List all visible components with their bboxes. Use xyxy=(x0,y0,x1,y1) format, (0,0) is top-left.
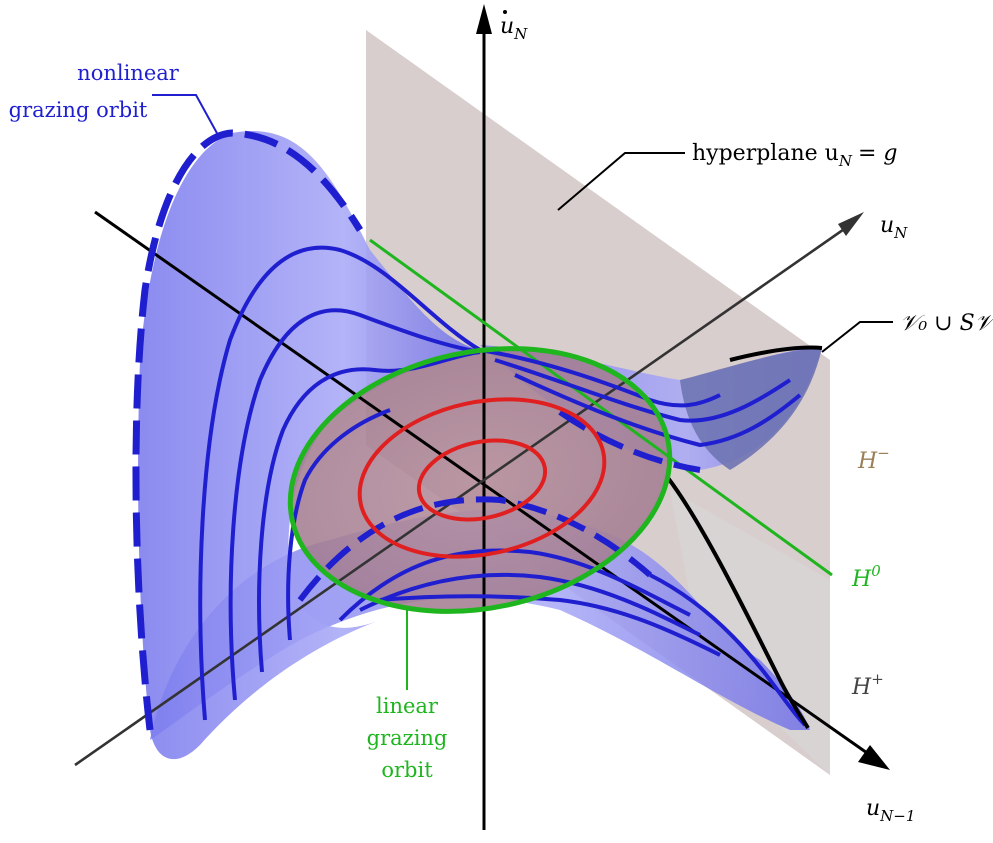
v0-union-sv0-edge xyxy=(729,345,823,362)
label-linear-line1: linear xyxy=(376,694,439,718)
label-u-n-minus-1-sub: N−1 xyxy=(879,807,915,825)
label-hyperplane: hyperplane uN = g xyxy=(692,141,897,170)
label-udot-n-sub: N xyxy=(513,25,528,43)
leader-nonlinear xyxy=(152,94,219,136)
label-h-zero: H0 xyxy=(851,562,881,592)
label-v0-union: 𝒱₀ ∪ S𝒱₀ xyxy=(900,311,993,336)
blue-orbit-lower-2 xyxy=(359,572,701,637)
blue-orbit-1 xyxy=(198,245,482,721)
axis-u-n-minus-1 xyxy=(94,210,871,757)
leader-hyperplane xyxy=(557,152,685,211)
blue-orbit-4 xyxy=(286,408,391,641)
red-orbit-inner xyxy=(416,438,548,522)
blue-orbit-lower-3 xyxy=(379,594,721,657)
upper-right-dashed-edge xyxy=(558,409,701,473)
axis-udot-n-arrowhead xyxy=(476,4,492,34)
surface-upper-right-face xyxy=(680,348,822,470)
v0-union-sv0-lower-edge xyxy=(666,476,810,730)
label-h-plus: H+ xyxy=(851,670,884,700)
label-u-n-minus-1-u: u xyxy=(866,796,880,821)
label-h-minus-sup: − xyxy=(877,444,890,462)
label-h-zero-sup: 0 xyxy=(871,562,881,580)
blue-orbit-upper-2 xyxy=(494,358,792,423)
axis-u-n xyxy=(74,223,851,767)
label-nonlinear-line1: nonlinear xyxy=(77,61,180,85)
label-u-n-minus-1: uN−1 xyxy=(866,796,915,825)
blue-orbits xyxy=(198,245,807,727)
label-hyperplane-text: hyperplane u xyxy=(692,141,839,166)
blue-orbit-lower-4 xyxy=(649,573,807,727)
label-h-minus: H− xyxy=(857,444,890,474)
axis-u-n-arrowhead xyxy=(838,212,864,236)
label-u-n-sub: N xyxy=(893,224,908,242)
label-linear-line2: grazing xyxy=(367,726,448,750)
axis-u-n-minus-1-arrowhead xyxy=(858,745,890,770)
label-udot-n: uN xyxy=(500,14,528,43)
label-linear-line3: orbit xyxy=(381,758,433,782)
blue-orbit-upper-1 xyxy=(479,348,721,408)
udot-dot xyxy=(503,10,507,14)
blue-orbit-2 xyxy=(228,308,481,701)
label-h-plus-sup: + xyxy=(871,670,884,688)
blue-orbit-3 xyxy=(257,350,481,673)
red-orbit-outer xyxy=(357,397,607,559)
label-u-n-u: u xyxy=(880,213,894,238)
label-h-minus-h: H xyxy=(857,449,878,474)
label-hyperplane-eq: = g xyxy=(858,141,898,166)
label-udot-n-u: u xyxy=(500,14,514,39)
label-hyperplane-sub: N xyxy=(838,152,853,170)
label-u-n: uN xyxy=(880,213,908,242)
label-h-plus-h: H xyxy=(851,675,872,700)
linear-grazing-orbit xyxy=(287,346,673,614)
label-nonlinear-line2: grazing orbit xyxy=(9,98,148,122)
label-h-zero-h: H xyxy=(851,567,872,592)
nonlinear-grazing-orbit xyxy=(132,129,363,731)
blue-orbit-upper-3 xyxy=(514,373,802,448)
leader-v0 xyxy=(821,321,893,353)
h-zero-line xyxy=(369,238,833,577)
blue-orbit-lower-1 xyxy=(338,548,691,622)
lower-dashed-edge xyxy=(297,496,652,602)
